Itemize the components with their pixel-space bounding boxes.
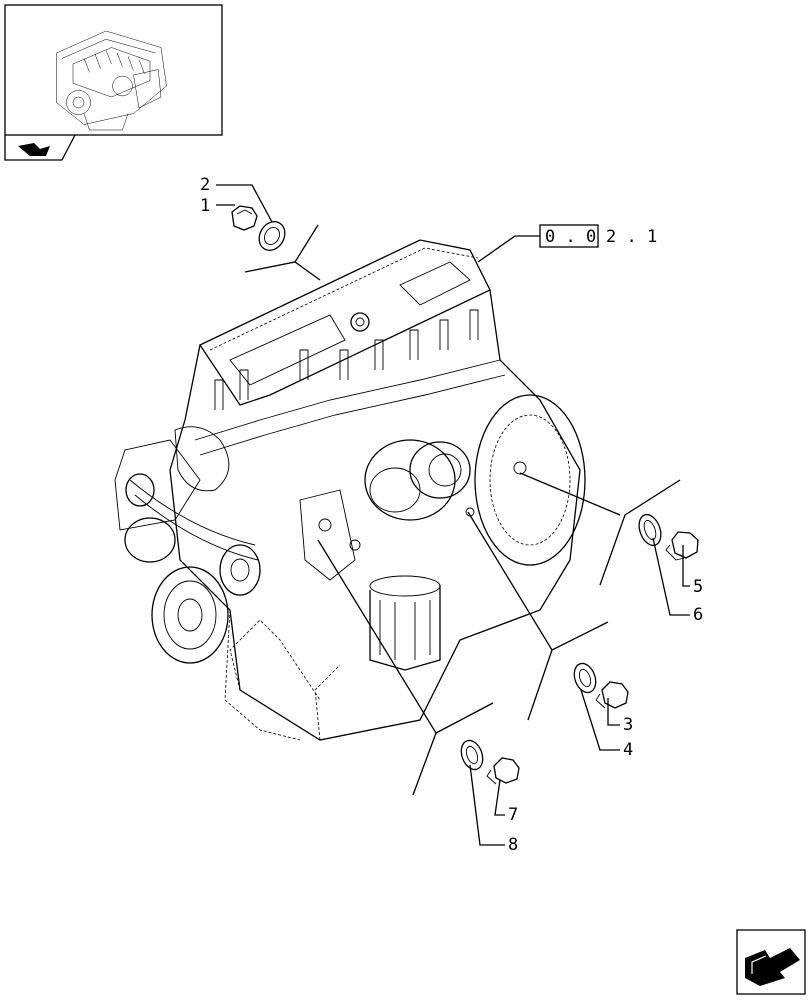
callout-3: 3 [623,715,633,735]
seal-ring-8[interactable] [457,737,486,772]
plug-5[interactable] [665,531,699,561]
callout-6: 6 [693,605,703,625]
seal-ring-2[interactable] [254,217,290,255]
folder-arrow-icon[interactable] [4,134,76,161]
callout-2: 2 [200,175,210,195]
plug-1[interactable] [231,205,258,231]
next-page-arrow-icon[interactable] [736,929,806,995]
callout-1: 1 [200,196,210,216]
reference-boxed-text: 0 . 0 [545,227,596,247]
plug-7[interactable] [486,757,520,785]
callout-8: 8 [508,835,518,855]
leader-lines [216,184,690,846]
engine-drawing [114,239,586,741]
seal-ring-6[interactable] [635,512,665,549]
seal-ring-4[interactable] [570,660,599,695]
plug-3[interactable] [595,681,629,709]
callout-7: 7 [508,805,518,825]
engine-thumbnail-icon[interactable] [4,4,223,136]
callout-4: 4 [623,740,633,760]
reference-suffix-text: 2 . 1 [606,227,657,247]
callout-5: 5 [693,577,703,597]
reference-label[interactable]: 0 . 0 2 . 1 [539,224,657,248]
